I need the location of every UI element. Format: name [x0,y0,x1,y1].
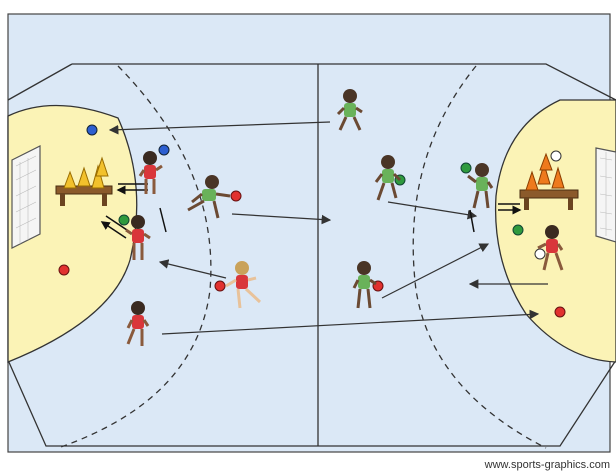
player-icon [336,89,363,131]
player-icon [187,175,231,219]
player-icon [467,163,494,209]
arrow-icon [498,204,520,210]
ball-icon [158,144,170,156]
cone-icon [525,170,539,191]
cone-icon [95,156,109,177]
arrow-icon [387,201,478,220]
cone-icon [537,162,551,185]
player-icon [352,261,377,309]
bold-arrows [102,184,520,239]
cone-icon [63,170,77,189]
player-stop-mark [159,207,167,233]
arrow-icon [381,243,490,299]
arrow-icon [102,216,131,239]
ball-icon [214,280,226,292]
cone-icon [539,152,553,171]
ball-icon [86,124,98,136]
ball-icon [58,264,70,276]
right-cones [525,152,565,191]
cone-icon [551,166,565,189]
ball-icon [118,214,130,226]
ball-icon [460,162,472,174]
left-free-throw-line [57,65,212,449]
court-outer-lines [7,63,616,447]
right-free-throw-line [412,65,547,449]
left-goal-icon [11,145,41,249]
cone-icon [91,164,105,189]
watermark-text: www.sports-graphics.com [484,459,610,471]
arrow-icon [231,213,332,225]
player-icon [225,261,262,309]
ball-icon [534,248,546,260]
arrow-icon [108,121,331,135]
player-icon [125,215,151,260]
cone-icon [77,166,91,187]
player-stop-mark [469,209,475,233]
arrows [108,121,548,335]
arrow-icon [161,309,540,335]
ball-icon [512,224,524,236]
left-cones [63,156,109,189]
arrow-icon [118,184,148,190]
ball-icon [554,306,566,318]
player-icon [126,301,150,346]
player-icon [138,151,163,194]
player-icon [374,155,402,201]
right-goal-icon [595,147,616,243]
arrow-icon [158,259,227,279]
player-icon [537,225,564,271]
ball-icon [550,150,562,162]
ball-icon [230,190,242,202]
